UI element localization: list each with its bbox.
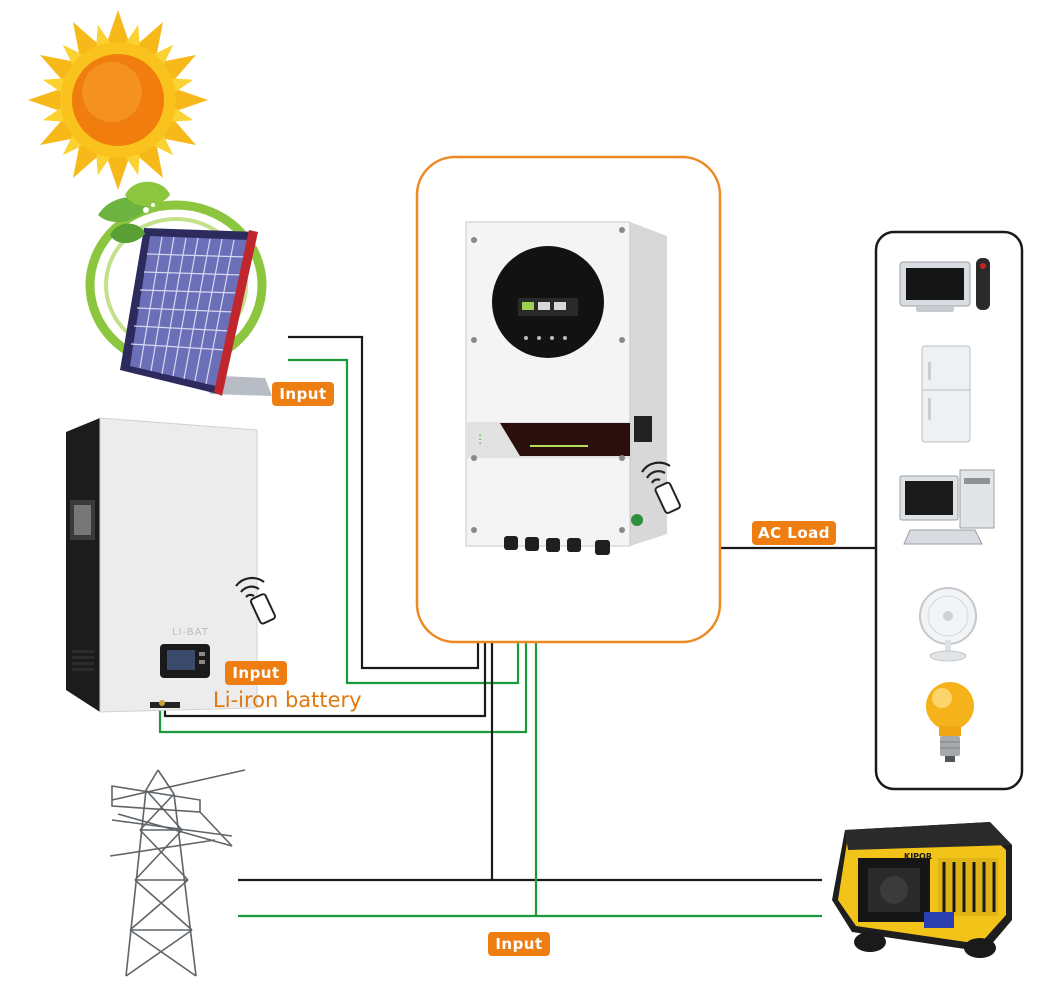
power-tower-icon [109, 769, 246, 977]
light-bulb-icon [926, 682, 974, 762]
fan-icon [919, 587, 977, 662]
svg-text:ⵗ: ⵗ [478, 433, 482, 448]
generator-icon [832, 822, 1012, 958]
tv-icon [899, 258, 990, 312]
sun-icon [28, 10, 208, 190]
solar-panel-icon [85, 200, 272, 396]
battery-brand-label: LI-BAT [172, 627, 209, 638]
computer-icon [899, 469, 995, 545]
battery-wire-green [158, 643, 528, 734]
battery-caption: Li-iron battery [213, 688, 362, 712]
grid-input-tag: Input [488, 932, 550, 956]
inverter-icon: ⵗ [465, 221, 667, 555]
wiring [158, 335, 876, 918]
solar-input-tag: Input [272, 382, 334, 406]
solar-wire-green [288, 358, 520, 685]
battery-icon [66, 417, 258, 713]
wifi-phone-icon [235, 576, 276, 625]
wifi-phone-icon [641, 461, 681, 514]
battery-input-tag: Input [225, 661, 287, 685]
fridge-icon [921, 345, 971, 443]
ac-load-tag: AC Load [752, 521, 836, 545]
leaf-icon [98, 181, 170, 244]
battery-wire-black [163, 643, 487, 718]
generator-brand-label: KIPOR [904, 852, 932, 861]
solar-wire-black [288, 335, 480, 670]
